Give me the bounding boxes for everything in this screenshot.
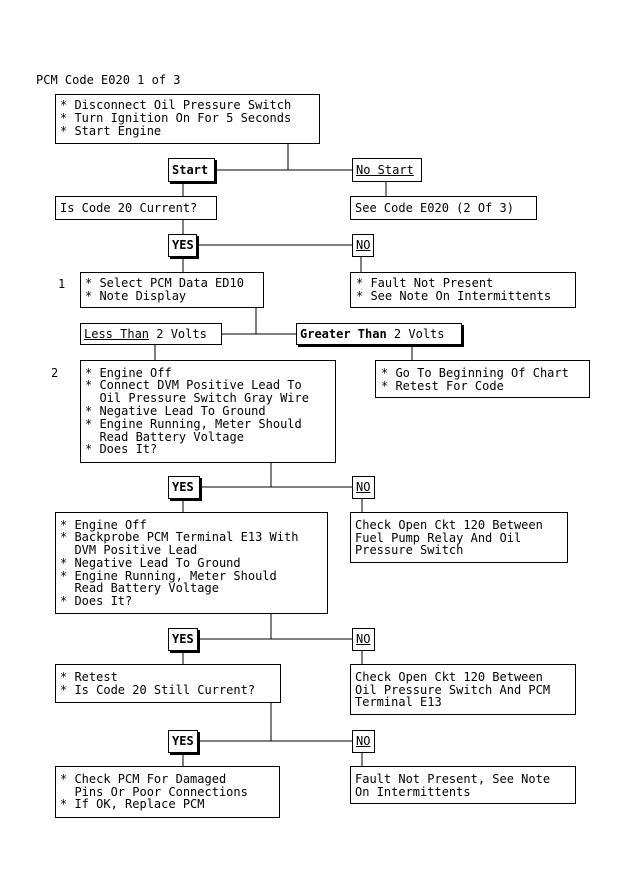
yes-box-3: YES bbox=[168, 628, 198, 651]
no-box-3: NO bbox=[352, 628, 375, 651]
intro-line-3: * Start Engine bbox=[60, 124, 162, 138]
start-label: Start bbox=[172, 163, 209, 177]
is-code-current-label: Is Code 20 Current? bbox=[60, 201, 198, 215]
greater-than-box: Greater Than 2 Volts bbox=[296, 323, 462, 345]
yes-label-1: YES bbox=[172, 238, 194, 252]
retest-line-1: * Retest bbox=[60, 670, 118, 684]
backprobe-line-6: Read Battery Voltage bbox=[60, 581, 219, 595]
no-box-4: NO bbox=[352, 730, 375, 753]
check-open-2-line-3: Terminal E13 bbox=[355, 695, 442, 709]
step-label-1: 1 bbox=[58, 277, 66, 291]
yes-label-3: YES bbox=[172, 632, 194, 646]
fault-not-present-1-line-2: * See Note On Intermittents bbox=[356, 289, 552, 303]
step2-line-3: Oil Pressure Switch Gray Wire bbox=[85, 391, 309, 405]
backprobe-line-7: * Does It? bbox=[60, 594, 133, 608]
intro-box: * Disconnect Oil Pressure Switch * Turn … bbox=[55, 94, 320, 144]
start-box: Start bbox=[168, 158, 215, 182]
select-pcm-line-2: * Note Display bbox=[85, 289, 187, 303]
check-open-1-line-3: Pressure Switch bbox=[355, 543, 464, 557]
greater-than-keyword: Greater Than bbox=[300, 327, 387, 341]
yes-box-4: YES bbox=[168, 730, 198, 753]
step2-box: * Engine Off * Connect DVM Positive Lead… bbox=[80, 360, 336, 463]
fault-not-present-box-1: * Fault Not Present * See Note On Interm… bbox=[350, 272, 576, 308]
greater-than-label: Greater Than 2 Volts bbox=[300, 328, 445, 341]
check-pcm-line-1: * Check PCM For Damaged bbox=[60, 772, 227, 786]
fault-not-present-box-2: Fault Not Present, See Note On Intermitt… bbox=[350, 766, 576, 804]
select-pcm-line-1: * Select PCM Data ED10 bbox=[85, 276, 244, 290]
backprobe-line-3: DVM Positive Lead bbox=[60, 543, 198, 557]
yes-box-2: YES bbox=[168, 476, 200, 499]
go-to-beginning-line-2: * Retest For Code bbox=[381, 379, 504, 393]
check-open-1-line-1: Check Open Ckt 120 Between bbox=[355, 518, 543, 532]
no-start-label: No Start bbox=[356, 163, 414, 177]
backprobe-line-4: * Negative Lead To Ground bbox=[60, 556, 241, 570]
less-than-box: Less Than 2 Volts bbox=[80, 323, 222, 345]
yes-label-2: YES bbox=[172, 480, 194, 494]
less-than-label: Less Than 2 Volts bbox=[84, 328, 207, 341]
retest-box: * Retest * Is Code 20 Still Current? bbox=[55, 664, 281, 703]
greater-than-value: 2 Volts bbox=[386, 327, 445, 341]
step-label-2: 2 bbox=[51, 366, 59, 380]
chart-title: PCM Code E020 1 of 3 bbox=[36, 73, 181, 87]
step2-line-6: Read Battery Voltage bbox=[85, 430, 244, 444]
step2-line-5: * Engine Running, Meter Should bbox=[85, 417, 302, 431]
select-pcm-box: * Select PCM Data ED10 * Note Display bbox=[80, 272, 264, 308]
no-box-1: NO bbox=[352, 234, 374, 257]
less-than-value: 2 Volts bbox=[149, 327, 207, 341]
check-pcm-line-2: Pins Or Poor Connections bbox=[60, 785, 248, 799]
no-label-3: NO bbox=[356, 632, 371, 646]
backprobe-line-2: * Backprobe PCM Terminal E13 With bbox=[60, 530, 299, 544]
check-open-box-1: Check Open Ckt 120 Between Fuel Pump Rel… bbox=[350, 512, 568, 563]
no-start-box: No Start bbox=[352, 158, 422, 182]
check-open-box-2: Check Open Ckt 120 Between Oil Pressure … bbox=[350, 664, 576, 715]
retest-line-2: * Is Code 20 Still Current? bbox=[60, 683, 256, 697]
check-open-2-line-1: Check Open Ckt 120 Between bbox=[355, 670, 543, 684]
no-label-4: NO bbox=[356, 734, 371, 748]
check-open-2-line-2: Oil Pressure Switch And PCM bbox=[355, 683, 551, 697]
is-code-current-box: Is Code 20 Current? bbox=[55, 196, 217, 220]
backprobe-box: * Engine Off * Backprobe PCM Terminal E1… bbox=[55, 512, 328, 614]
fault-not-present-2-line-1: Fault Not Present, See Note bbox=[355, 772, 551, 786]
intro-line-2: * Turn Ignition On For 5 Seconds bbox=[60, 111, 292, 125]
no-label-2: NO bbox=[356, 480, 371, 494]
go-to-beginning-line-1: * Go To Beginning Of Chart bbox=[381, 366, 569, 380]
check-open-1-line-2: Fuel Pump Relay And Oil bbox=[355, 531, 522, 545]
no-box-2: NO bbox=[352, 476, 375, 499]
see-code-box: See Code E020 (2 Of 3) bbox=[350, 196, 537, 220]
no-label-1: NO bbox=[356, 238, 371, 252]
less-than-keyword: Less Than bbox=[84, 327, 150, 341]
intro-line-1: * Disconnect Oil Pressure Switch bbox=[60, 98, 292, 112]
see-code-label: See Code E020 (2 Of 3) bbox=[355, 201, 514, 215]
yes-label-4: YES bbox=[172, 734, 194, 748]
step2-line-2: * Connect DVM Positive Lead To bbox=[85, 378, 302, 392]
step2-line-4: * Negative Lead To Ground bbox=[85, 404, 266, 418]
step2-line-7: * Does It? bbox=[85, 442, 158, 456]
check-pcm-line-3: * If OK, Replace PCM bbox=[60, 797, 205, 811]
fault-not-present-2-line-2: On Intermittents bbox=[355, 785, 471, 799]
yes-box-1: YES bbox=[168, 234, 197, 257]
check-pcm-box: * Check PCM For Damaged Pins Or Poor Con… bbox=[55, 766, 280, 818]
step2-line-1: * Engine Off bbox=[85, 366, 172, 380]
go-to-beginning-box: * Go To Beginning Of Chart * Retest For … bbox=[375, 360, 590, 398]
backprobe-line-5: * Engine Running, Meter Should bbox=[60, 569, 277, 583]
backprobe-line-1: * Engine Off bbox=[60, 518, 147, 532]
fault-not-present-1-line-1: * Fault Not Present bbox=[356, 276, 494, 290]
